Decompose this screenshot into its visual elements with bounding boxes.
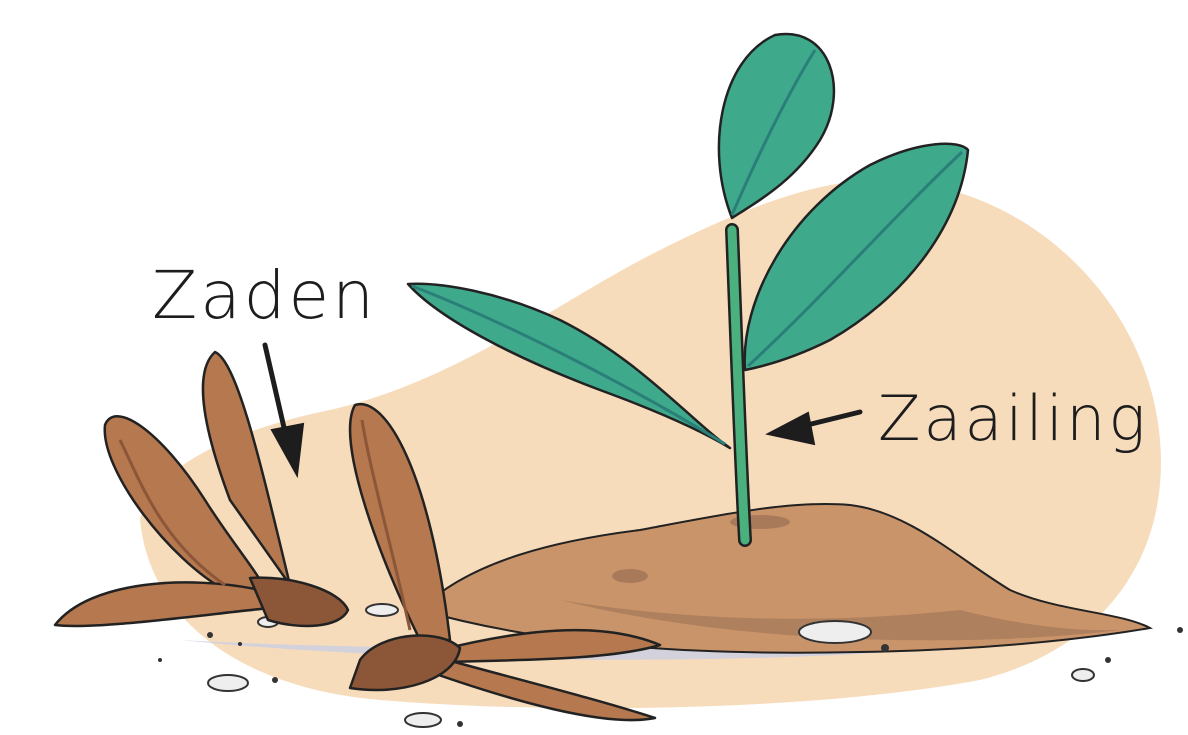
soil-clump <box>612 569 648 583</box>
seedling-label: Zaailing <box>878 382 1149 455</box>
seeds-label: Zaden <box>152 257 377 334</box>
